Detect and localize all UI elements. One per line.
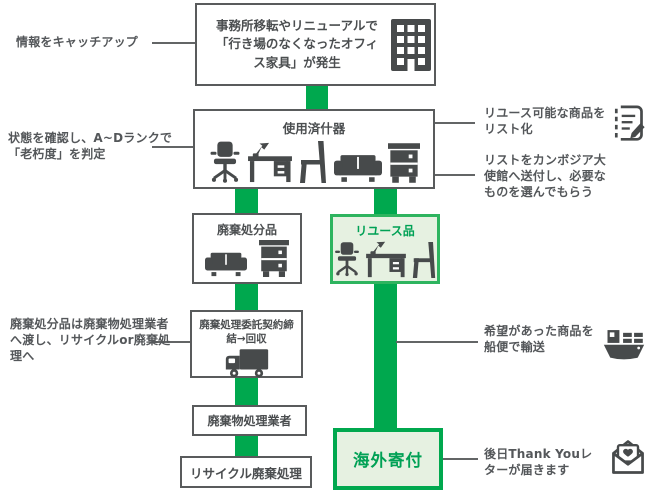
sofa-icon bbox=[334, 153, 382, 183]
love-letter-icon bbox=[608, 436, 648, 478]
desk-lamp-icon bbox=[248, 141, 292, 183]
connector-handover bbox=[152, 341, 191, 343]
sofa-icon bbox=[205, 251, 247, 277]
chair-icon bbox=[298, 141, 328, 183]
office-chair-icon bbox=[208, 141, 242, 183]
connector-info-catchup bbox=[152, 42, 196, 44]
truck-icon bbox=[224, 348, 270, 380]
annotation-list-up: リユース可能な商品をリスト化 bbox=[484, 106, 606, 136]
cabinet-icon bbox=[388, 143, 420, 183]
connector-list-up bbox=[434, 122, 475, 124]
flow-segment-used-to-disposal bbox=[235, 188, 258, 215]
chair-icon bbox=[411, 242, 437, 278]
node-disposal-items: 廃棄処分品 bbox=[192, 213, 302, 284]
flow-segment-used-to-reuse bbox=[374, 188, 397, 216]
node-used-fixtures: 使用済什器 bbox=[193, 109, 435, 189]
node-occurrence: 事務所移転やリニューアルで「行き場のなくなったオフィス家具」が発生 bbox=[195, 3, 436, 86]
node-overseas-donation: 海外寄付 bbox=[333, 428, 443, 490]
node-contract-collection: 廃棄処理委託契約締結→回収 bbox=[190, 310, 303, 378]
node-contract-collection-label: 廃棄処理委託契約締結→回収 bbox=[199, 319, 294, 346]
annotation-thankyou: 後日Thank Youレターが届きます bbox=[484, 447, 593, 477]
building-icon bbox=[389, 18, 433, 71]
flow-segment-contract-to-processor bbox=[235, 377, 258, 407]
node-waste-processor: 廃棄物処理業者 bbox=[192, 405, 307, 436]
node-waste-processor-label: 廃棄物処理業者 bbox=[207, 414, 292, 428]
annotation-shipment: 希望があった商品を船便で輸送 bbox=[484, 324, 594, 354]
cabinet-icon bbox=[259, 240, 289, 277]
node-occurrence-label: 事務所移転やリニューアルで「行き場のなくなったオフィス家具」が発生 bbox=[215, 18, 379, 70]
node-reuse-items-label: リユース品 bbox=[355, 224, 415, 238]
node-overseas-donation-label: 海外寄付 bbox=[353, 451, 423, 470]
node-reuse-items: リユース品 bbox=[330, 214, 440, 284]
node-used-fixtures-label: 使用済什器 bbox=[282, 121, 346, 136]
desk-lamp-icon bbox=[366, 240, 406, 278]
annotation-handover: 廃棄処分品は廃棄物処理業者へ渡し、リサイクルor廃棄処理へ bbox=[10, 317, 171, 363]
connector-condition-check bbox=[152, 146, 194, 148]
node-disposal-items-label: 廃棄処分品 bbox=[216, 223, 277, 237]
node-recycle-disposal-label: リサイクル廃棄処理 bbox=[190, 465, 302, 481]
checklist-pencil-icon bbox=[610, 104, 646, 144]
flow-segment-reuse-to-donation bbox=[374, 282, 397, 430]
flow-segment-occurrence-to-used bbox=[306, 85, 328, 111]
cargo-ship-icon bbox=[602, 322, 646, 362]
connector-shipment bbox=[396, 341, 478, 343]
flow-segment-disposal-to-contract bbox=[235, 283, 258, 312]
connector-thankyou bbox=[442, 458, 478, 460]
annotation-info-catchup: 情報をキャッチアップ bbox=[16, 35, 139, 49]
connector-send-list bbox=[434, 174, 475, 176]
annotation-send-list: リストをカンボジア大使館へ送付し、必要なものを選んでもらう bbox=[484, 153, 607, 199]
node-recycle-disposal: リサイクル廃棄処理 bbox=[180, 456, 312, 488]
flow-segment-processor-to-recycle bbox=[235, 435, 258, 458]
annotation-condition-check: 状態を確認し、A~Dランクで「老朽度」を判定 bbox=[8, 131, 173, 161]
office-chair-icon bbox=[333, 240, 361, 278]
